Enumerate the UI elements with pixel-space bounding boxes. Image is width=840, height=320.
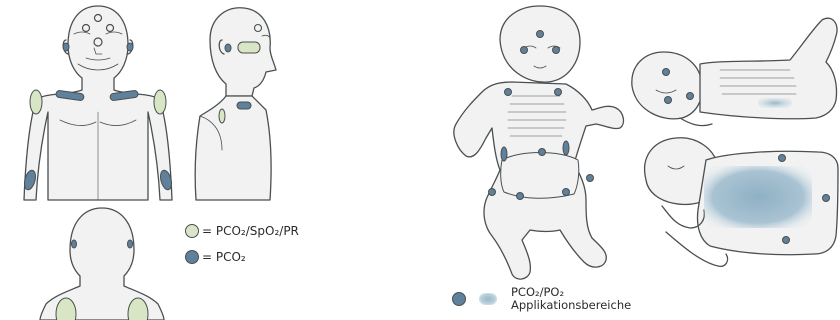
green-sensor-swatch: [185, 224, 199, 238]
front-shoulder-area-left: [30, 90, 42, 114]
infant-sensor-swatch: [452, 292, 466, 306]
infant-lateral-application-area: [758, 98, 792, 108]
front-shoulder-area-right: [154, 90, 166, 114]
side-ear-sensor: [225, 44, 231, 52]
side-temple-sensor: [255, 25, 262, 32]
side-shoulder-sensor: [237, 102, 251, 109]
application-area-swatch: [479, 293, 497, 305]
legend-infant-text: PCO₂/PO₂ Applikationsbereiche: [511, 286, 631, 312]
legend-infant-line2: Applikationsbereiche: [511, 299, 631, 312]
legend-blue-row: = PCO₂: [185, 250, 246, 264]
front-ear-sensor-left: [63, 43, 69, 51]
blue-sensor-swatch: [185, 250, 199, 264]
adult-side-figure: [195, 8, 276, 200]
infant-supine-figure: [454, 6, 624, 279]
adult-front-figure: [24, 6, 172, 200]
legend-infant-row: PCO₂/PO₂ Applikationsbereiche: [452, 286, 631, 312]
front-ear-sensor-right: [127, 43, 133, 51]
back-neck-sensor-right: [128, 240, 133, 248]
side-arm-sensor: [219, 109, 225, 123]
back-neck-sensor-left: [72, 240, 77, 248]
infant-prone-application-area: [704, 166, 812, 228]
legend-blue-label: = PCO₂: [202, 250, 246, 264]
legend-green-label: = PCO₂/SpO₂/PR: [202, 224, 299, 238]
legend-green-row: = PCO₂/SpO₂/PR: [185, 224, 299, 238]
side-forehead-sensor: [238, 42, 260, 53]
